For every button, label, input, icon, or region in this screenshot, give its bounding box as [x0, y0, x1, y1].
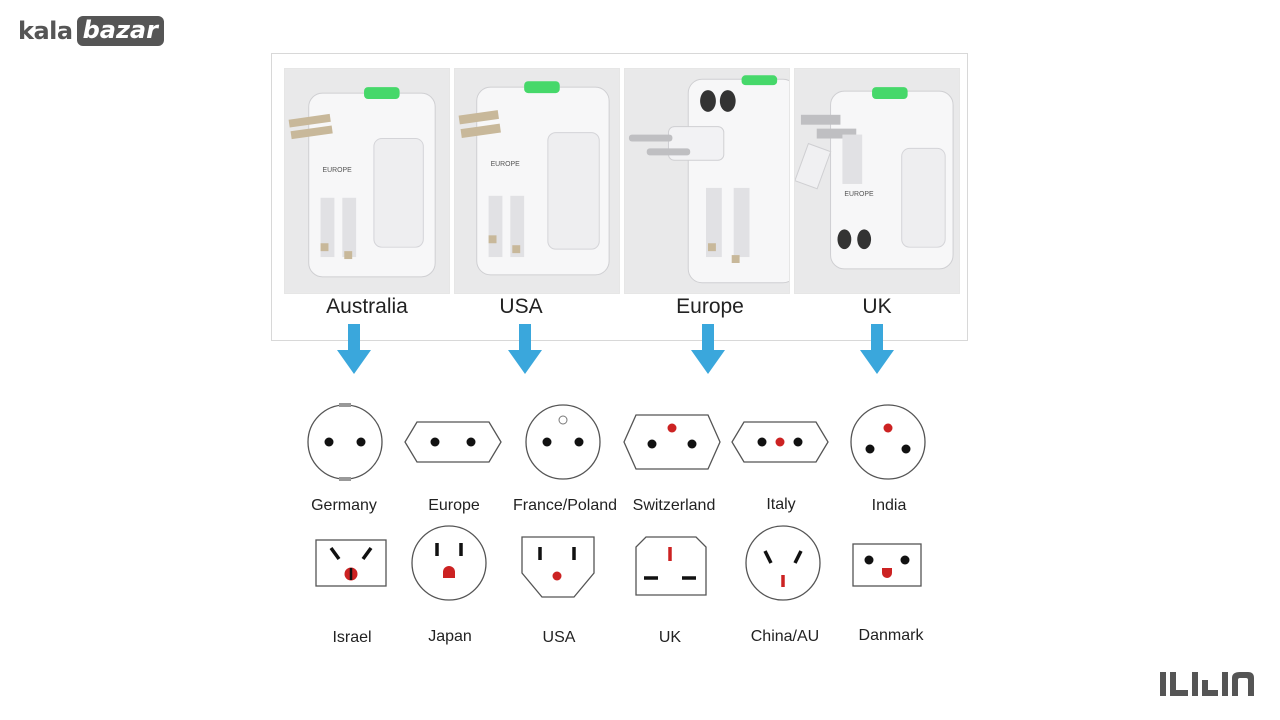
logo-kala-text: kala: [18, 17, 73, 45]
adapter-label-usa: USA: [499, 295, 543, 318]
svg-text:EUROPE: EUROPE: [323, 167, 353, 174]
switzerland-outlet-icon: [623, 400, 721, 484]
india-outlet-icon: [840, 400, 936, 484]
arrow-down-icon: [860, 324, 894, 374]
outlet-types-chart: Germany Europe France/Poland Switzerland…: [292, 398, 948, 660]
adapter-photo-europe: [624, 68, 790, 294]
israel-outlet-icon: [306, 523, 387, 607]
outlet-label-germany: Germany: [311, 497, 377, 514]
outlet-label-india: India: [871, 497, 907, 514]
adapter-photo-usa: EUROPE: [454, 68, 620, 294]
outlet-label-danmark: Danmark: [858, 627, 924, 644]
italy-outlet-icon: [731, 400, 829, 484]
outlet-label-switzerland: Switzerland: [632, 497, 716, 514]
germany-outlet-icon: [297, 400, 393, 484]
adapter-label-uk: UK: [862, 295, 892, 318]
svg-text:EUROPE: EUROPE: [491, 161, 521, 168]
europe-outlet-icon: [404, 400, 502, 484]
outlet-label-france-poland: France/Poland: [512, 497, 618, 514]
france-poland-outlet-icon: [515, 400, 611, 484]
outlet-label-italy: Italy: [766, 496, 796, 513]
logo-bazar-text: bazar: [76, 16, 164, 46]
uk-outlet-icon: [632, 523, 728, 607]
china-au-outlet-icon: [743, 523, 839, 607]
adapter-label-europe: Europe: [676, 295, 744, 318]
arrow-down-icon: [691, 324, 725, 374]
usa-outlet-icon: [518, 523, 614, 607]
adapter-label-australia: Australia: [326, 295, 408, 318]
adapter-photo-frame: EUROPE Australia EUROPE USA: [271, 53, 968, 341]
arrow-down-icon: [337, 324, 371, 374]
outlet-label-japan: Japan: [428, 628, 472, 645]
outlet-label-uk: UK: [658, 629, 682, 646]
outlet-label-israel: Israel: [332, 629, 372, 646]
arrow-down-icon: [508, 324, 542, 374]
svg-text:EUROPE: EUROPE: [844, 191, 874, 198]
outlet-label-usa: USA: [542, 629, 576, 646]
outlet-label-europe: Europe: [428, 497, 480, 514]
outlet-label-china-au: China/AU: [750, 628, 820, 645]
persian-brand-logo: [1160, 672, 1254, 696]
adapter-photo-australia: EUROPE: [284, 68, 450, 294]
japan-outlet-icon: [409, 523, 505, 607]
danmark-outlet-icon: [852, 523, 949, 607]
kalabazar-logo: kala bazar: [18, 16, 164, 46]
adapter-photo-uk: EUROPE: [794, 68, 960, 294]
